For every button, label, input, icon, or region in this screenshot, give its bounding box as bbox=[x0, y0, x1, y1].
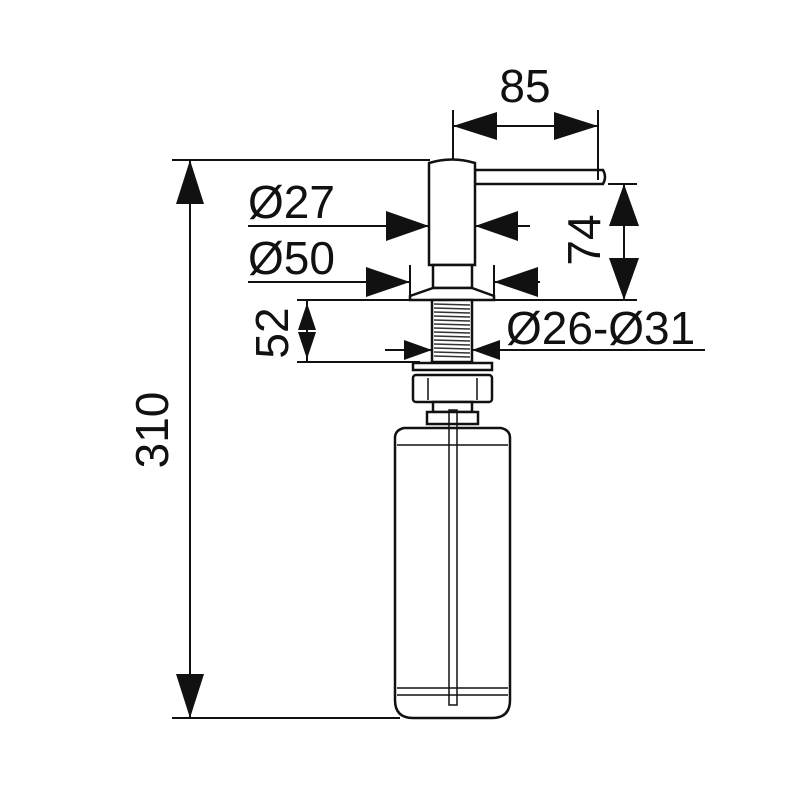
dim-label-310: 310 bbox=[126, 392, 178, 469]
dim-head-height: 74 bbox=[494, 183, 639, 301]
dim-label-50: Ø50 bbox=[248, 232, 335, 284]
thread-line bbox=[433, 355, 471, 358]
dim-label-85: 85 bbox=[499, 60, 550, 112]
thread-line bbox=[433, 315, 471, 318]
dim-label-26-31: Ø26-Ø31 bbox=[506, 302, 695, 354]
thread-line bbox=[433, 331, 471, 334]
dip-tube bbox=[448, 409, 458, 706]
dispenser-product bbox=[393, 158, 607, 720]
thread-line bbox=[433, 303, 471, 306]
dim-hole-diameter: Ø26-Ø31 bbox=[385, 302, 705, 360]
dim-spout-reach: 85 bbox=[452, 60, 599, 180]
thread-line bbox=[433, 343, 471, 346]
nut bbox=[411, 373, 494, 404]
dim-label-52: 52 bbox=[246, 307, 298, 358]
thread-line bbox=[433, 327, 471, 330]
thread-line bbox=[433, 319, 471, 322]
thread-line bbox=[433, 351, 471, 354]
dim-flange-diameter: Ø50 bbox=[248, 232, 540, 297]
dim-thread-length: 52 bbox=[246, 299, 420, 363]
bottle bbox=[393, 426, 512, 720]
thread-line bbox=[433, 311, 471, 314]
spout bbox=[473, 168, 607, 186]
washer bbox=[411, 361, 494, 372]
thread-line bbox=[433, 339, 471, 342]
thread-line bbox=[433, 335, 471, 338]
collar bbox=[425, 410, 480, 426]
thread-line bbox=[433, 323, 471, 326]
dim-label-74: 74 bbox=[558, 214, 610, 265]
pump-head bbox=[427, 158, 477, 267]
neck bbox=[431, 263, 474, 290]
thread-lines bbox=[433, 303, 471, 358]
thread-line bbox=[433, 347, 471, 350]
thread-line bbox=[433, 307, 471, 310]
flange bbox=[408, 286, 496, 302]
dim-label-27: Ø27 bbox=[248, 176, 335, 228]
dim-head-diameter: Ø27 bbox=[248, 176, 530, 241]
dim-total-height: 310 bbox=[126, 159, 430, 719]
